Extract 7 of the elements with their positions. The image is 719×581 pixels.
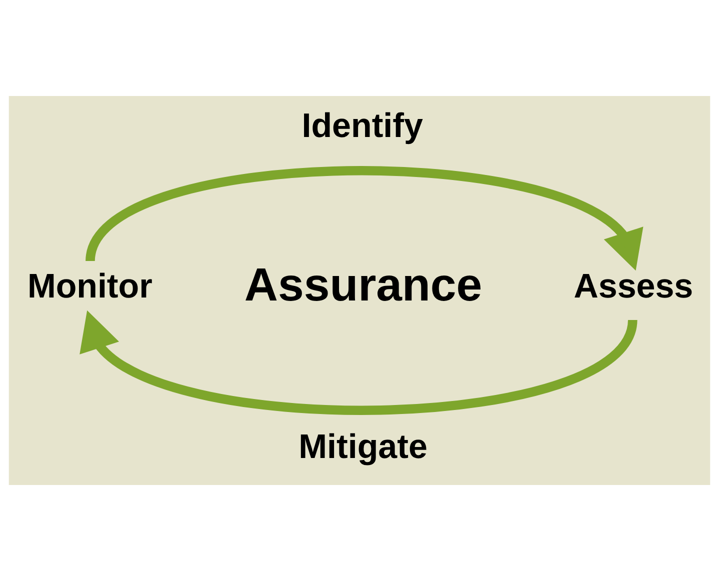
node-text: Identify	[302, 107, 423, 146]
node-text: Assurance	[244, 258, 482, 311]
node-text: Assess	[574, 268, 694, 306]
node-text: Monitor	[27, 268, 152, 306]
node-text: Mitigate	[298, 428, 428, 466]
arrow	[80, 310, 638, 415]
arrow	[86, 166, 644, 271]
